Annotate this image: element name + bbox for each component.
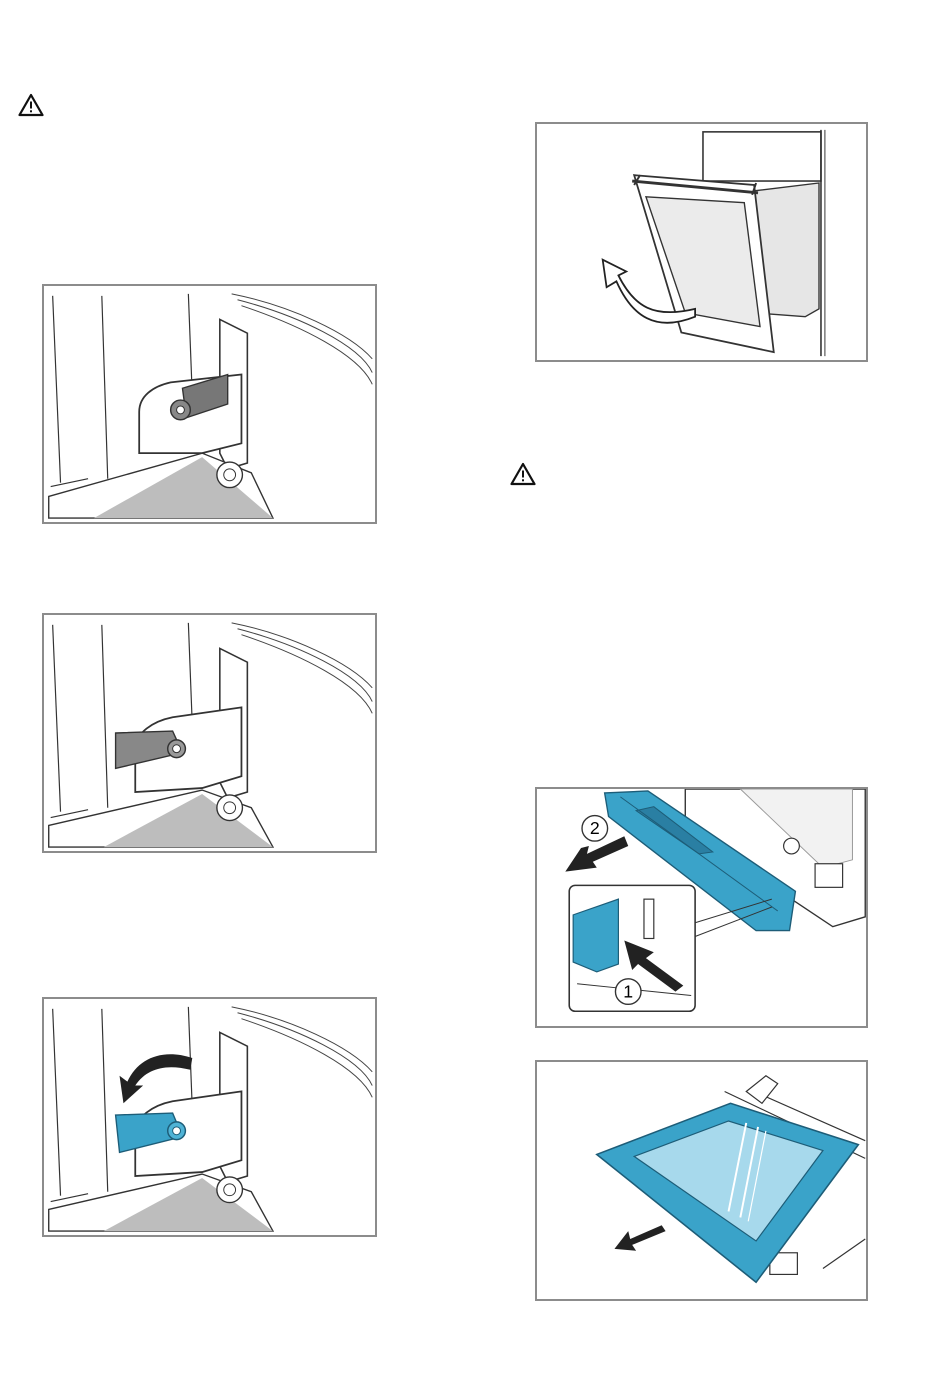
figure-door-lift-off xyxy=(535,122,868,362)
figure-hinge-lever-open xyxy=(42,613,377,853)
figure-hinge-lever-closed xyxy=(42,284,377,524)
callout-2: 2 xyxy=(590,818,600,838)
warning-triangle-icon xyxy=(510,462,536,486)
callout-1: 1 xyxy=(623,981,633,1001)
figure-hinge-lever-fold-back xyxy=(42,997,377,1237)
warning-triangle-icon xyxy=(18,93,44,117)
figure-remove-door-pane xyxy=(535,1060,868,1301)
figure-remove-door-cover: 2 1 xyxy=(535,787,868,1028)
